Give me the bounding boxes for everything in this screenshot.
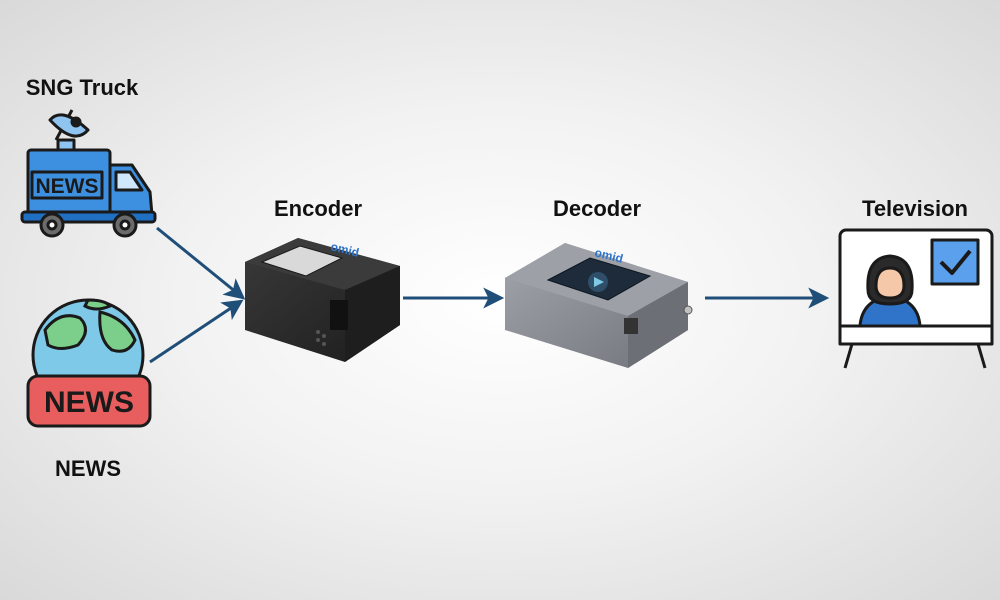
arrows xyxy=(149,226,830,364)
satellite-dish-icon xyxy=(48,109,90,152)
decoder-device xyxy=(505,243,693,368)
television-icon xyxy=(838,228,994,369)
decoder-label: Decoder xyxy=(552,196,642,221)
arrow-truck-to-encoder xyxy=(156,226,246,300)
news-label: NEWS xyxy=(55,456,121,481)
encoder-brand-text: omid xyxy=(329,239,360,260)
arrow-news-to-encoder xyxy=(149,299,244,364)
news-badge-text: NEWS xyxy=(44,386,134,419)
play-icon xyxy=(594,277,604,287)
television-label: Television xyxy=(862,196,968,221)
encoder-device xyxy=(245,238,400,362)
news-badge xyxy=(26,374,152,428)
check-icon xyxy=(939,249,972,275)
sng-truck-icon xyxy=(20,109,157,238)
sng-truck-label: SNG Truck xyxy=(25,75,139,100)
decoder-brand-text: omid xyxy=(593,245,624,266)
encoder-label: Encoder xyxy=(273,196,363,221)
truck-news-text: NEWS xyxy=(36,175,99,198)
